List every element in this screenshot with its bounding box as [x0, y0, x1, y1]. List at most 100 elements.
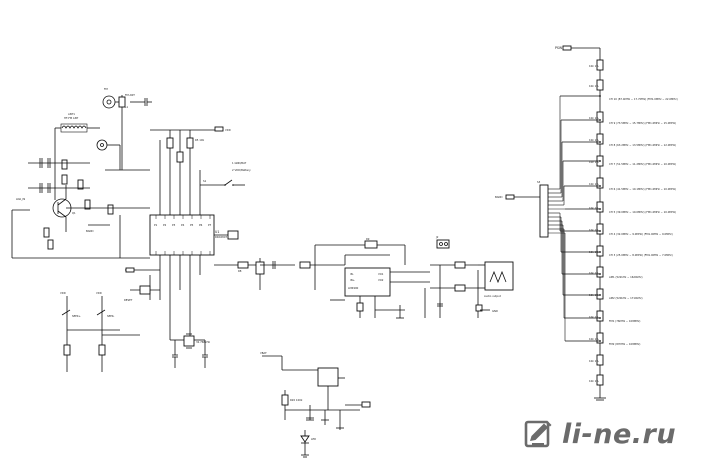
- ladder-resistor-value: 10k 1%: [589, 337, 599, 341]
- svg-text:R5 10k: R5 10k: [195, 138, 205, 142]
- audio-output-label: Audio output: [484, 294, 501, 298]
- svg-text:P5: P5: [190, 223, 194, 227]
- band-connector-label: BAND: [495, 195, 503, 199]
- antenna-label: ANT1: [68, 112, 75, 116]
- band-resistor-ladder: PSW 10k 1% 10k 1% 10k 1% 10k 1% 10k 1% 10k 1%…: [495, 45, 678, 401]
- channel-label: FM2 (87MHz ~ 108MHz): [609, 342, 640, 346]
- ladder-resistor-value: 10k 1%: [589, 315, 599, 319]
- antenna-coil: [61, 125, 87, 129]
- psw-connector: [562, 45, 572, 51]
- svg-text:R8: R8: [238, 269, 242, 273]
- ladder-resistor-value: 10k 1%: [589, 206, 599, 210]
- svg-text:P7: P7: [208, 223, 212, 227]
- ant-socket-2: [96, 139, 108, 151]
- band-switch-wires: [548, 96, 566, 341]
- ladder-taps: [560, 95, 601, 342]
- ladder-resistor: [596, 223, 604, 235]
- regulator-ic: [317, 367, 339, 387]
- watermark: li-ne.ru: [524, 416, 694, 452]
- tuner-ic-ref: U1: [215, 230, 219, 234]
- svg-text:R20 100k: R20 100k: [290, 398, 303, 402]
- led-label: LED: [311, 437, 316, 441]
- svg-text:S3: S3: [537, 180, 541, 184]
- channel-label: CH 10 (87.4MHz ~ 17.7MHz) (FM1.0MHz ~ 22…: [609, 97, 678, 101]
- ladder-resistor: [596, 332, 604, 344]
- channel-label: CH 8 (63.2MHz ~ 13.5MHz) (FM1.0MHz ~ 12.…: [609, 143, 676, 147]
- status-led: [300, 435, 310, 443]
- ladder-resistor: [596, 79, 604, 91]
- svg-text:P3: P3: [172, 223, 176, 227]
- crystal-label: 32.768kHz: [196, 340, 211, 344]
- svg-text:BAND: BAND: [86, 229, 94, 233]
- ladder-resistor: [596, 266, 604, 278]
- channel-label: CH 6 (41.5MHz ~ 10.1MHz) (FM1.0MHz ~ 10.…: [609, 187, 676, 191]
- ladder-resistor: [596, 111, 604, 123]
- ladder-resistor-value: 10k 1%: [589, 228, 599, 232]
- svg-text:VDD: VDD: [96, 291, 102, 295]
- ladder-resistor-value: 10k 1%: [589, 379, 599, 383]
- channel-label: AM2 (520kHz ~ 1710kHz): [609, 296, 643, 300]
- ladder-resistor-value: 10k 1%: [589, 359, 599, 363]
- tuner-ic-body: [149, 214, 215, 256]
- svg-text:VDD: VDD: [60, 291, 66, 295]
- ladder-resistor-value: 10k 1%: [589, 116, 599, 120]
- ladder-resistor-value: 10k 1%: [589, 64, 599, 68]
- channel-label: CH 4 (32.0MHz ~ 9.0MHz) (FM1.0MHz ~ 9.0M…: [609, 232, 673, 236]
- pen-in-frame-icon: [524, 420, 552, 448]
- svg-text:SEEK+: SEEK+: [72, 314, 81, 318]
- svg-text:VO2: VO2: [378, 278, 384, 282]
- power-regulator: VBAT R20 100k LED: [260, 351, 371, 458]
- svg-text:RESET: RESET: [124, 298, 133, 302]
- channel-label: AM1 (522kHz ~ 1620kHz): [609, 275, 643, 279]
- psw-label: PSW: [555, 46, 563, 50]
- ladder-resistor-value: 10k 1%: [589, 182, 599, 186]
- audio-jack: [484, 261, 514, 291]
- rf-frontend: ANT1 HF-FM ANT FM FM ANT L1 Q1: [11, 87, 152, 259]
- channel-label: CH 5 (39.0MHz ~ 10.0MHz) (FM1.0MHz ~ 10.…: [609, 210, 676, 214]
- svg-text:FM: FM: [104, 87, 108, 91]
- ladder-resistor: [596, 59, 604, 71]
- ladder-resistor: [596, 354, 604, 366]
- ladder-resistor-value: 10k 1%: [589, 160, 599, 164]
- svg-text:VDD: VDD: [225, 128, 231, 132]
- ladder-resistor-value: 10k 1%: [589, 84, 599, 88]
- channel-label: FM1 (76MHz ~ 108MHz): [609, 319, 640, 323]
- tuning-buttons: VDD VDD SEEK+ SEEK-: [60, 291, 140, 372]
- left-passives: [39, 158, 114, 250]
- svg-text:J2: J2: [435, 235, 439, 239]
- channel-label: CH 3 (25.0MHz ~ 8.0MHz) (FM1.0MHz ~ 7.0M…: [609, 253, 673, 257]
- svg-text:VO1: VO1: [378, 272, 384, 276]
- svg-text:FM ANT: FM ANT: [125, 93, 135, 97]
- ladder-resistor: [596, 245, 604, 257]
- band-switch: [539, 184, 549, 238]
- svg-text:VBAT: VBAT: [260, 351, 267, 355]
- svg-text:P1: P1: [154, 223, 158, 227]
- tuner-ic-pins: P1 P2 P3 P4 P5 P6 P7: [154, 215, 212, 255]
- svg-text:IN-: IN-: [350, 272, 354, 276]
- audio-path: R8 R9 LM4990 IN- IN+ VO1 VO2: [214, 230, 514, 319]
- ladder-resistor: [596, 177, 604, 189]
- svg-text:LNA_IN: LNA_IN: [16, 197, 25, 201]
- channel-label: CH 9 (73.5MHz ~ 15.7MHz) (FM1.0MHz ~ 15.…: [609, 121, 676, 125]
- svg-text:L1: L1: [125, 105, 128, 109]
- crystal: [183, 335, 195, 347]
- antenna-sublabel: HF-FM ANT: [64, 116, 79, 120]
- ladder-resistor-value: 10k 1%: [589, 271, 599, 275]
- svg-text:Q1: Q1: [72, 211, 76, 215]
- tuner-ic-name: RDA5807: [215, 235, 227, 239]
- ladder-resistor: [596, 201, 604, 213]
- svg-text:P6: P6: [199, 223, 203, 227]
- ladder-resistor-value: 10k 1%: [589, 138, 599, 142]
- ant-socket-1: [102, 95, 116, 109]
- svg-text:IN+: IN+: [350, 278, 355, 282]
- ladder-resistor: [596, 288, 604, 300]
- svg-text:P2: P2: [163, 223, 167, 227]
- band-connector: [505, 194, 515, 200]
- channel-labels: CH 10 (87.4MHz ~ 17.7MHz) (FM1.0MHz ~ 22…: [609, 97, 678, 346]
- ladder-resistor: [596, 133, 604, 145]
- amplifier-ic-name: LM4990: [348, 286, 359, 290]
- watermark-text: li-ne.ru: [562, 418, 677, 450]
- svg-text:P4: P4: [181, 223, 185, 227]
